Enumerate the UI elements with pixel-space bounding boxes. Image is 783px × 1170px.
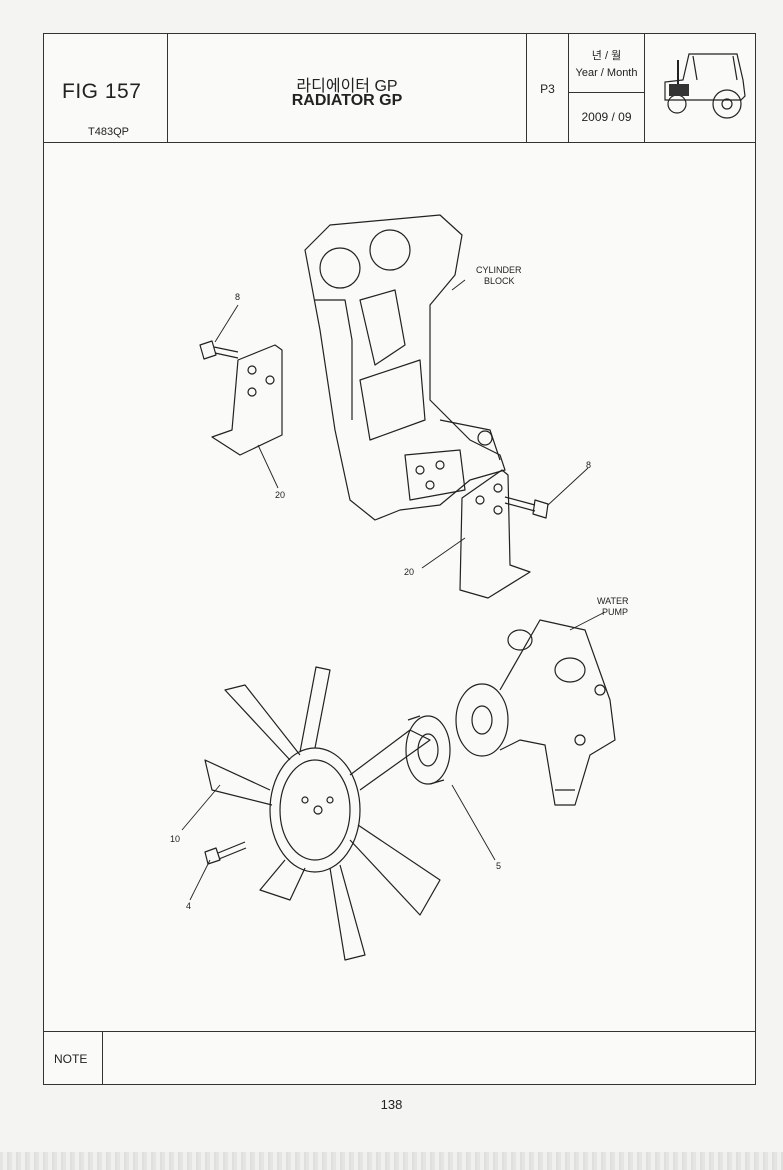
scan-artifact — [0, 1152, 783, 1170]
date-divider — [569, 92, 644, 93]
header: FIG 157 T483QP 라디에이터 GP RADIATOR GP P3 년… — [44, 34, 755, 143]
note-label: NOTE — [54, 1052, 88, 1066]
bolt-upper-drawing — [199, 340, 239, 360]
spacer-drawing — [405, 715, 451, 785]
callout-20-lower: 20 — [404, 567, 414, 577]
note-label-cell: NOTE — [44, 1032, 103, 1085]
title-korean: 라디에이터 GP — [296, 78, 398, 95]
bracket-upper-drawing — [211, 344, 283, 456]
date-cell: 년 / 월 Year / Month 2009 / 09 — [569, 34, 645, 142]
label-water: WATER — [597, 596, 629, 606]
year-month-english: Year / Month — [575, 67, 638, 79]
cylinder-block-drawing — [304, 214, 506, 521]
callout-10: 10 — [170, 834, 180, 844]
leader-lines — [181, 279, 606, 901]
bolt-lower-drawing — [504, 496, 549, 519]
page-number: 138 — [380, 1097, 403, 1112]
callout-8-upper: 8 — [235, 292, 240, 302]
tractor-icon — [664, 53, 746, 119]
tractor-cell — [645, 34, 755, 142]
label-block: BLOCK — [484, 276, 515, 286]
date-value: 2009 / 09 — [581, 110, 632, 124]
title-cell: 라디에이터 GP RADIATOR GP — [168, 34, 527, 142]
page-code: P3 — [540, 82, 555, 96]
bracket-lower-drawing — [459, 469, 531, 599]
label-cylinder: CYLINDER — [476, 265, 522, 275]
water-pump-drawing — [455, 619, 616, 806]
model-code: T483QP — [88, 126, 129, 138]
callout-5: 5 — [496, 861, 501, 871]
callout-20-upper: 20 — [275, 490, 285, 500]
fan-drawing — [204, 666, 441, 961]
year-month-korean: 년 / 월 — [591, 50, 622, 62]
fig-cell: FIG 157 T483QP — [44, 34, 168, 142]
callout-8-lower: 8 — [586, 460, 591, 470]
label-pump: PUMP — [602, 607, 628, 617]
callout-4: 4 — [186, 901, 191, 911]
fig-number: FIG 157 — [62, 80, 142, 103]
bolt-fan-drawing — [204, 841, 247, 865]
page-cell: P3 — [527, 34, 569, 142]
page-frame: FIG 157 T483QP 라디에이터 GP RADIATOR GP P3 년… — [43, 33, 756, 1085]
note-row: NOTE — [44, 1031, 755, 1085]
title-english: RADIATOR GP — [291, 92, 403, 109]
